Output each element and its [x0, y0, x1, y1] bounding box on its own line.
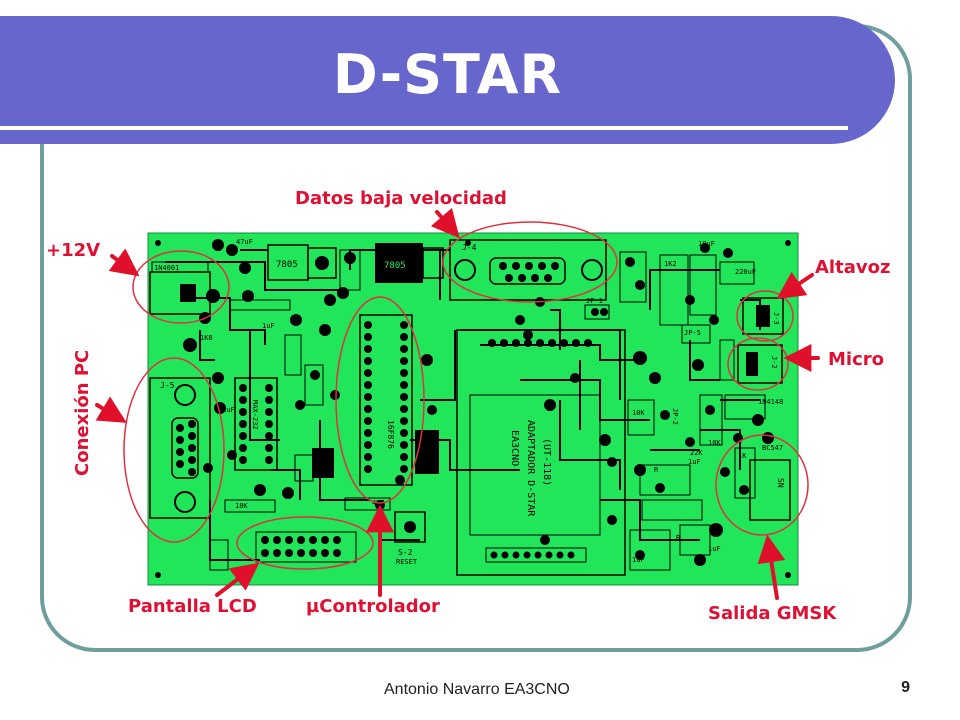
callout-12v: +12V [46, 240, 100, 261]
j3-label: J-3 [772, 312, 780, 325]
reset-switch [394, 511, 426, 543]
r2-label: R [676, 534, 681, 542]
highlight-12v [132, 250, 230, 324]
cliff-label: (UT-118) [541, 438, 552, 486]
arrow-gmsk [757, 534, 786, 600]
mic-connector-j2 [737, 344, 783, 384]
reg2-label: 7805 [384, 261, 406, 271]
title-underline [0, 126, 848, 130]
callout-datos: Datos baja velocidad [295, 188, 507, 209]
callout-mcu: µControlador [306, 596, 440, 617]
adaptador-label: ADAPTADOR D-STAR [525, 420, 536, 517]
callout-gmsk: Salida GMSK [708, 603, 837, 624]
j4-label: J-4 [462, 243, 477, 252]
jp2-label: JP-2 [671, 408, 679, 425]
regulator-1 [267, 244, 309, 281]
arrow-datos [430, 207, 460, 239]
mounting-holes [155, 240, 791, 578]
lcd-header [255, 531, 357, 563]
r1-label: R [654, 466, 659, 474]
regulator-2 [375, 243, 423, 283]
db9-connector-j4 [449, 239, 607, 301]
j2-label: J-2 [770, 356, 778, 369]
reset-label: RESET [396, 558, 418, 566]
callout-lcd: Pantalla LCD [128, 596, 257, 617]
u1e-label: 1uF [632, 556, 645, 564]
sn-label: SN [776, 478, 785, 488]
highlight-lcd [236, 516, 374, 570]
u220-label: 220uF [735, 268, 756, 276]
k1a-label: 1K [738, 452, 747, 460]
callout-arrows [95, 207, 820, 600]
u10-label: 10uF [698, 240, 715, 248]
k18-label: 18K [235, 502, 248, 510]
mcu-chip-label: 16F876 [386, 420, 395, 449]
u1c-label: 1uF [688, 458, 701, 466]
footer-author: Antonio Navarro EA3CNO [384, 681, 570, 698]
u47-label: 47uF [236, 238, 253, 246]
db9-connector-j5 [149, 377, 211, 519]
reg1-label: 7805 [276, 260, 298, 270]
speaker-connector-j3 [742, 297, 784, 335]
pic-microcontroller [359, 314, 413, 486]
highlight-mcu [335, 296, 425, 504]
callout-micro: Micro [828, 349, 884, 370]
jumper-block [312, 430, 439, 478]
d1n4148-label: 1N4148 [758, 398, 783, 406]
adaptador-inner [469, 394, 601, 536]
component-pads [183, 239, 774, 566]
u1a-label: 1uF [262, 322, 275, 330]
k10b-label: 10K [708, 439, 721, 447]
k1-label: 1K2 [664, 260, 677, 268]
page-number: 9 [901, 679, 910, 696]
max232-label: MAX-232 [251, 400, 259, 430]
header-strip-top [488, 339, 592, 347]
board-id-label: EA3CNO [509, 430, 520, 466]
switch-label: S-2 [398, 548, 413, 557]
arrow-12v [108, 248, 140, 277]
gmsk-connector-sn [749, 459, 791, 521]
highlight-pc [123, 357, 225, 543]
highlight-datos [442, 221, 618, 303]
jp5-label: JP-5 [684, 329, 701, 337]
highlights [123, 221, 809, 570]
highlight-altavoz [736, 290, 794, 342]
arrow-altavoz [776, 271, 814, 300]
adaptador-outline [456, 329, 626, 576]
u1d-label: 1uF [708, 545, 721, 553]
j5-label: J-5 [160, 381, 175, 390]
u1b-label: 1uF [222, 406, 235, 414]
diode-1n4001 [151, 261, 209, 273]
callout-altavoz: Altavoz [815, 257, 890, 278]
k10a-label: 10K [632, 409, 645, 417]
slide-title: D-STAR [332, 43, 563, 106]
title-bar [0, 16, 895, 144]
k22-label: 22K [690, 449, 703, 457]
bc547-label: BC547 [762, 444, 783, 452]
max232-ic [234, 377, 278, 471]
diode-label: 1N4001 [154, 264, 179, 272]
header-strip-bottom [485, 547, 587, 563]
jp1-label: JP-1 [586, 297, 603, 305]
arrow-pc [95, 396, 127, 423]
arrow-lcd [215, 562, 260, 597]
k1b-label: 1K8 [200, 334, 213, 342]
callout-pc: Conexión PC [72, 350, 93, 476]
